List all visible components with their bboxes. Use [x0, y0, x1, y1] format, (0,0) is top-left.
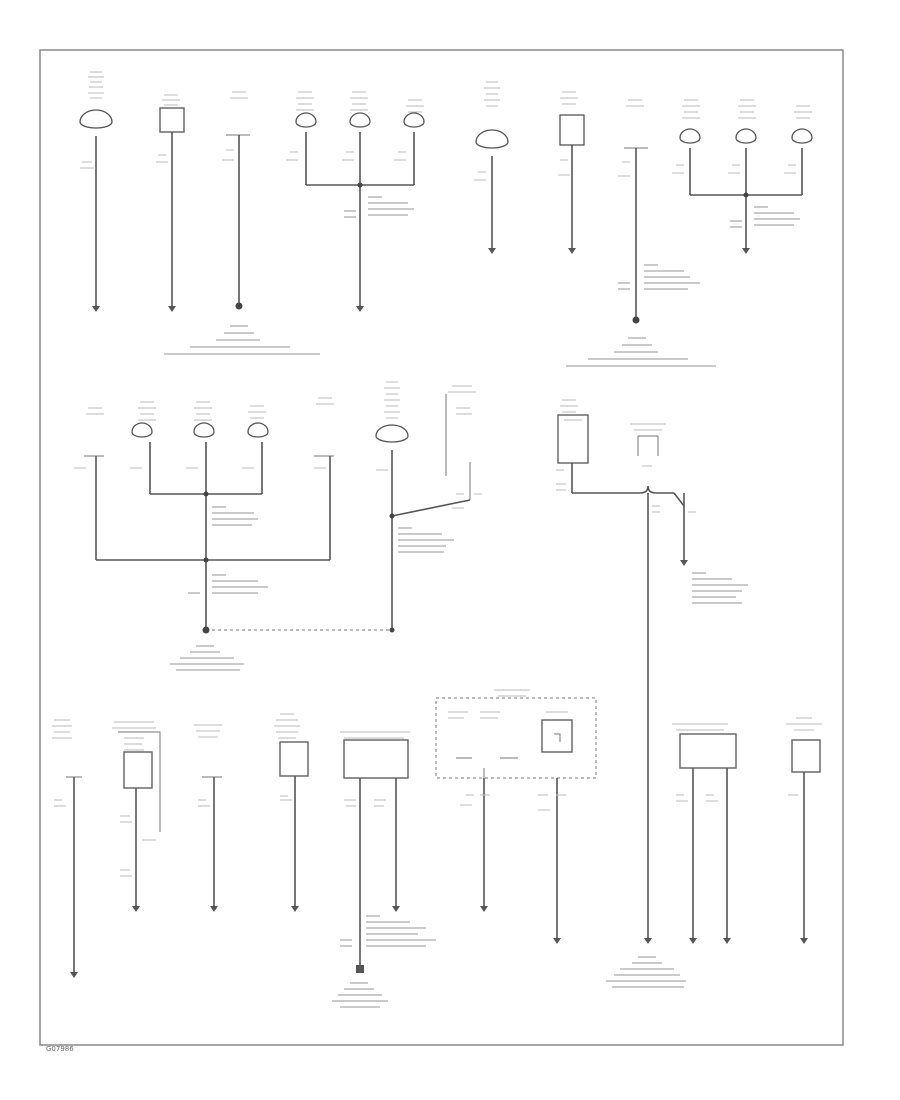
component-switch-8: [558, 91, 585, 254]
component-module-23: [112, 721, 161, 912]
ground-label-right-top: [566, 337, 716, 367]
component-lamp-7: [474, 81, 509, 254]
component-lamps-14-16: [130, 401, 269, 630]
component-lamp-1: [79, 71, 113, 312]
component-module-29: [786, 717, 822, 944]
component-connector-9: [618, 99, 700, 324]
middle-left-ground-group: [74, 381, 482, 671]
ground-label-left-top: [164, 325, 320, 355]
ground-label-bottom-center: [606, 956, 686, 988]
top-right-ground-group: [474, 81, 813, 367]
bottom-ground-group: [52, 689, 822, 1008]
component-module-group-27: [435, 689, 597, 944]
component-switch-2: [156, 94, 185, 312]
component-relay-19: [389, 385, 482, 519]
figure-reference: G07986: [46, 1045, 74, 1053]
component-lamps-10-12: [672, 99, 813, 254]
middle-right-ground-group: [556, 399, 748, 940]
component-module-20: [556, 399, 589, 493]
component-connector-24: [194, 724, 222, 912]
component-lamps-4-6: [286, 91, 425, 312]
component-connector-13: [74, 407, 104, 560]
component-module-28: [672, 723, 737, 944]
top-left-ground-group: [79, 71, 425, 355]
component-lamp-18: [375, 381, 454, 630]
diagram-border: [39, 49, 844, 1046]
component-connector-22: [52, 719, 82, 978]
component-splice-21: [572, 423, 748, 940]
component-module-26: [332, 731, 436, 1008]
ground-label-middle-left: [170, 645, 244, 671]
component-module-25: [274, 713, 309, 912]
component-connector-17: [314, 397, 334, 560]
component-connector-3: [222, 91, 250, 310]
